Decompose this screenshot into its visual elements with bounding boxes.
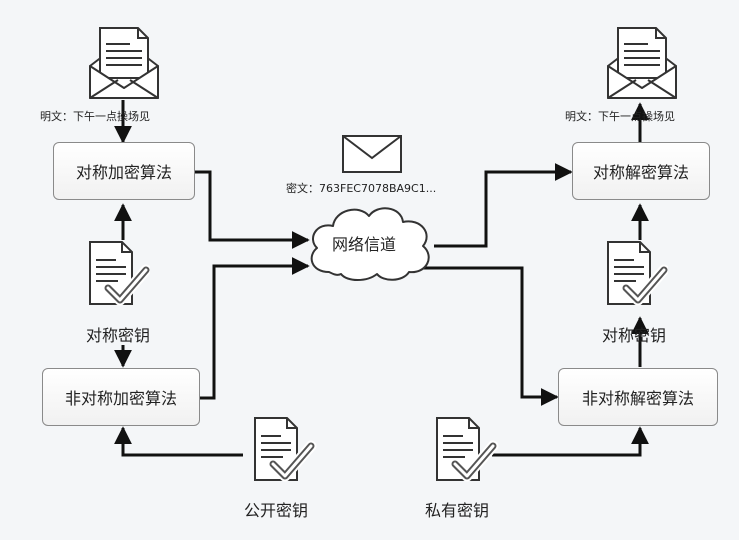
public-key-label: 公开密钥 xyxy=(244,501,309,520)
private-key-document-icon xyxy=(436,417,499,482)
arrow-sym-encrypt-to-channel xyxy=(195,170,310,249)
ciphertext-envelope-icon xyxy=(342,135,402,173)
left-plaintext-label: 明文：下午一点操场见 xyxy=(40,110,150,123)
right-symmetric-key-label: 对称密钥 xyxy=(602,326,667,345)
asymmetric-encrypt-box: 非对称加密算法 xyxy=(42,368,200,426)
public-key-document-icon xyxy=(254,417,317,482)
ciphertext-label: 密文：763FEC7078BA9C1... xyxy=(286,182,437,195)
private-key-label: 私有密钥 xyxy=(425,501,490,520)
left-symmetric-key-document-icon xyxy=(89,241,150,306)
right-plaintext-label: 明文：下午一点操场见 xyxy=(565,110,675,123)
arrow-asym-encrypt-to-channel xyxy=(200,257,310,400)
left-envelope-letter-icon xyxy=(89,27,159,99)
symmetric-decrypt-box: 对称解密算法 xyxy=(572,142,710,200)
asymmetric-decrypt-box: 非对称解密算法 xyxy=(558,368,718,426)
arrow-pubkey-to-asym-encrypt xyxy=(114,426,243,457)
arrow-channel-to-sym-decrypt xyxy=(434,163,573,248)
network-channel-label: 网络信道 xyxy=(332,235,397,254)
right-envelope-letter-icon xyxy=(607,27,677,99)
left-symmetric-key-label: 对称密钥 xyxy=(86,326,151,345)
right-symmetric-key-document-icon xyxy=(607,241,668,306)
arrow-channel-to-asym-decrypt xyxy=(402,266,559,406)
arrow-privkey-to-asym-decrypt xyxy=(492,426,649,457)
symmetric-encrypt-box: 对称加密算法 xyxy=(53,142,195,200)
network-cloud-icon xyxy=(310,207,430,281)
